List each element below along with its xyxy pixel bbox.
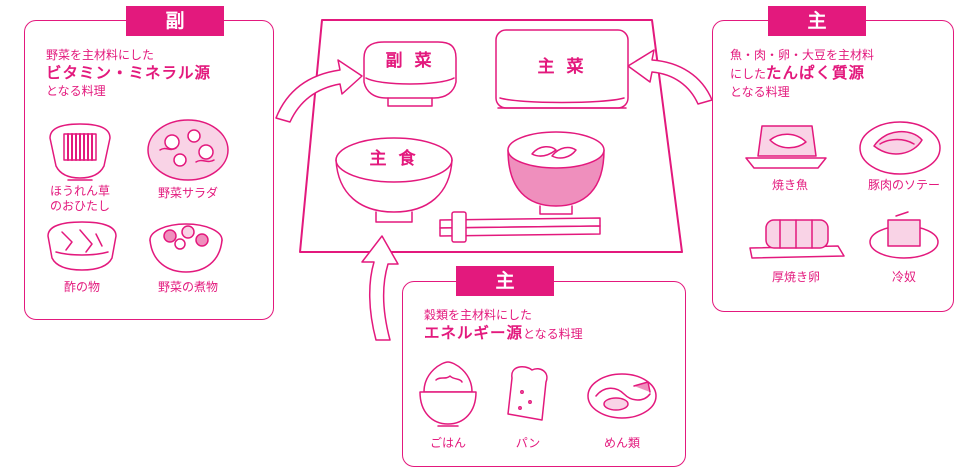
shusai-desc-line3: となる料理 [730, 85, 790, 99]
item-label-noodles: めん類 [603, 436, 640, 450]
shusai-desc-line1: 魚・肉・卵・大豆を主材料 [730, 48, 875, 62]
item-label-tofu: 冷奴 [891, 270, 916, 284]
tray-side-dish-bowl [363, 41, 457, 107]
item-label-vinegared: 酢の物 [63, 280, 100, 294]
shushoku-desc-line2-big: エネルギー源 [424, 324, 524, 342]
shushoku-desc-line1: 穀類を主材料にした [424, 308, 533, 322]
vinegared-dish-icon [47, 221, 117, 271]
fukusai-description: 野菜を主材料にした ビタミン・ミネラル源 となる料理 [46, 46, 211, 100]
simmered-vegetables-icon [149, 223, 223, 273]
item-label-simmered: 野菜の煮物 [157, 280, 218, 294]
spinach-ohitashi-bowl-icon [49, 123, 111, 181]
fukusai-desc-line2: ビタミン・ミネラル源 [46, 64, 212, 82]
item-label-spinach: ほうれん草 のおひたし [49, 184, 110, 213]
fukusai-desc-line1: 野菜を主材料にした [46, 48, 155, 62]
fukusai-desc-line3: となる料理 [46, 84, 106, 98]
item-label-pork-saute: 豚肉のソテー [867, 178, 940, 192]
salad-bowl-icon [147, 119, 229, 181]
fukusai-badge: 副 菜 [126, 6, 224, 62]
shusai-desc-line2-pre: にした [730, 67, 767, 81]
item-label-salad: 野菜サラダ [157, 186, 218, 200]
item-label-grilled-fish: 焼き魚 [771, 178, 808, 192]
tray-main-dish-label: 主 菜 [537, 57, 587, 77]
bread-icon [507, 365, 548, 421]
tray-chopsticks [439, 211, 601, 243]
thick-omelette-icon [749, 219, 845, 259]
shushoku-badge: 主 食 [456, 266, 554, 322]
noodle-bowl-icon [587, 373, 657, 419]
tray-soup-bowl [507, 131, 605, 215]
item-label-omelette: 厚焼き卵 [771, 270, 820, 284]
shushoku-desc-line2-post: となる料理 [523, 327, 583, 341]
shusai-desc-line2-big: たんぱく質源 [766, 64, 866, 82]
arrow-shushoku [361, 235, 399, 341]
cold-tofu-icon [869, 211, 939, 259]
shushoku-description: 穀類を主材料にした エネルギー源となる料理 [424, 306, 583, 343]
grilled-fish-icon [745, 125, 827, 169]
pork-saute-icon [859, 121, 941, 175]
rice-bowl-icon [419, 361, 477, 427]
shusai-description: 魚・肉・卵・大豆を主材料 にしたたんぱく質源 となる料理 [730, 46, 874, 101]
tray-rice-bowl [335, 137, 453, 223]
tray-staple-label: 主 食 [369, 149, 419, 169]
tray-side-dish-label: 副 菜 [385, 51, 435, 71]
item-label-rice: ごはん [429, 436, 466, 450]
tray-main-dish-plate [495, 29, 629, 109]
shusai-badge: 主 菜 [768, 6, 866, 62]
item-label-bread: パン [515, 436, 541, 450]
arrow-fukusai [275, 59, 363, 123]
